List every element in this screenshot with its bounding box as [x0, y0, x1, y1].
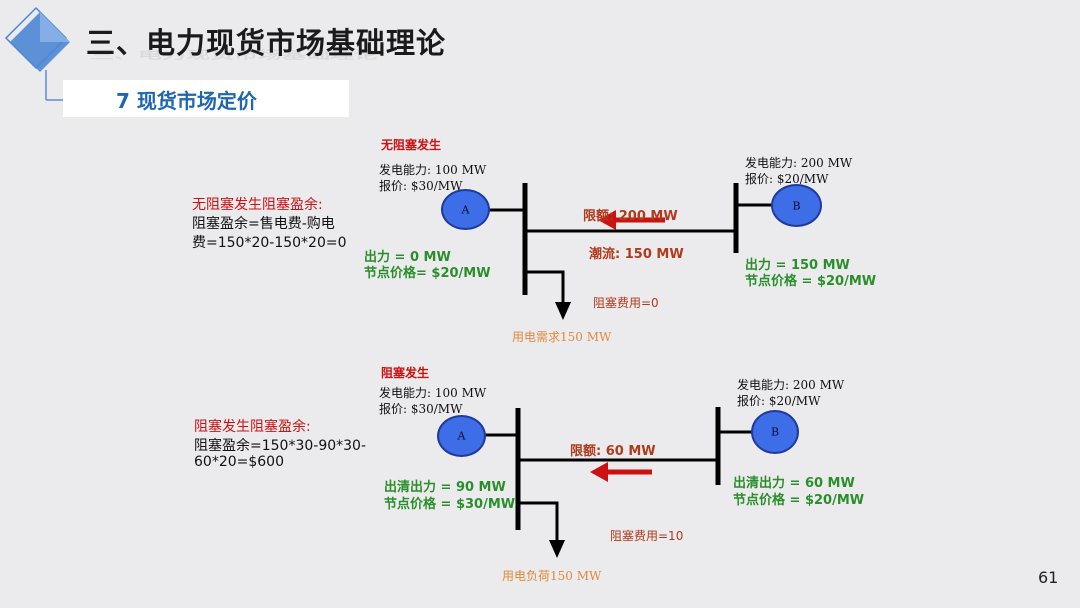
top-demand: 用电需求150 MW	[512, 330, 612, 344]
top-price-a: 节点价格= $20/MW	[364, 266, 491, 281]
top-congestion-fee: 阻塞费用=0	[593, 296, 659, 310]
bottom-side-line2: 60*20=$600	[194, 454, 284, 470]
bottom-price-a: 节点价格 = $30/MW	[384, 497, 516, 512]
bottom-congestion-fee: 阻塞费用=10	[610, 529, 684, 543]
top-node-a: A	[441, 189, 490, 230]
bottom-load-line	[518, 501, 559, 542]
bottom-demand: 用电负荷150 MW	[502, 569, 602, 583]
bottom-node-b: B	[751, 410, 799, 454]
top-limit: 限额: 200 MW	[583, 209, 678, 224]
top-side-line2: 费=150*20-150*20=0	[192, 235, 347, 251]
top-gen-a-bid: 报价: $30/MW	[379, 179, 463, 193]
bottom-flow-arrow	[590, 462, 608, 482]
page-number: 61	[1038, 568, 1059, 587]
top-flow-arrow	[598, 210, 616, 230]
top-gen-a-capacity: 发电能力: 100 MW	[379, 163, 487, 177]
top-gen-b-capacity: 发电能力: 200 MW	[745, 156, 853, 170]
header-decoration	[4, 6, 70, 101]
top-side-title: 无阻塞发生阻塞盈余:	[192, 197, 323, 213]
bottom-gen-a-capacity: 发电能力: 100 MW	[379, 386, 487, 400]
bottom-gen-b-capacity: 发电能力: 200 MW	[737, 378, 845, 392]
subtitle-box	[63, 80, 349, 117]
bottom-case-heading: 阻塞发生	[381, 366, 430, 380]
bottom-gen-b-bid: 报价: $20/MW	[737, 394, 821, 408]
top-price-b: 节点价格 = $20/MW	[745, 274, 877, 289]
bottom-output-a: 出清出力 = 90 MW	[384, 480, 506, 495]
bottom-load-arrow	[549, 540, 565, 558]
top-gen-b-bid: 报价: $20/MW	[745, 172, 829, 186]
bottom-price-b: 节点价格 = $20/MW	[733, 493, 865, 508]
bottom-output-b: 出清出力 = 60 MW	[733, 476, 855, 491]
top-case-heading: 无阻塞发生	[381, 138, 442, 152]
bottom-side-line1: 阻塞盈余=150*30-90*30-	[194, 438, 366, 454]
top-load-arrow	[555, 302, 571, 320]
top-side-line1: 阻塞盈余=售电费-购电	[192, 216, 335, 232]
slide-subtitle: 7 现货市场定价	[116, 89, 257, 113]
top-output-b: 出力 = 150 MW	[745, 258, 850, 273]
title-reflection: 三、电力现货市场基础理论	[90, 48, 378, 62]
top-flow: 潮流: 150 MW	[589, 247, 684, 262]
bottom-node-a: A	[437, 415, 486, 457]
top-load-line	[525, 270, 565, 305]
slide-title: 三、电力现货市场基础理论	[86, 26, 447, 60]
top-output-a: 出力 = 0 MW	[364, 250, 451, 265]
bottom-side-title: 阻塞发生阻塞盈余:	[194, 419, 311, 435]
top-node-b: B	[771, 184, 822, 227]
bottom-gen-a-bid: 报价: $30/MW	[379, 402, 463, 416]
bottom-limit: 限额: 60 MW	[570, 444, 656, 459]
